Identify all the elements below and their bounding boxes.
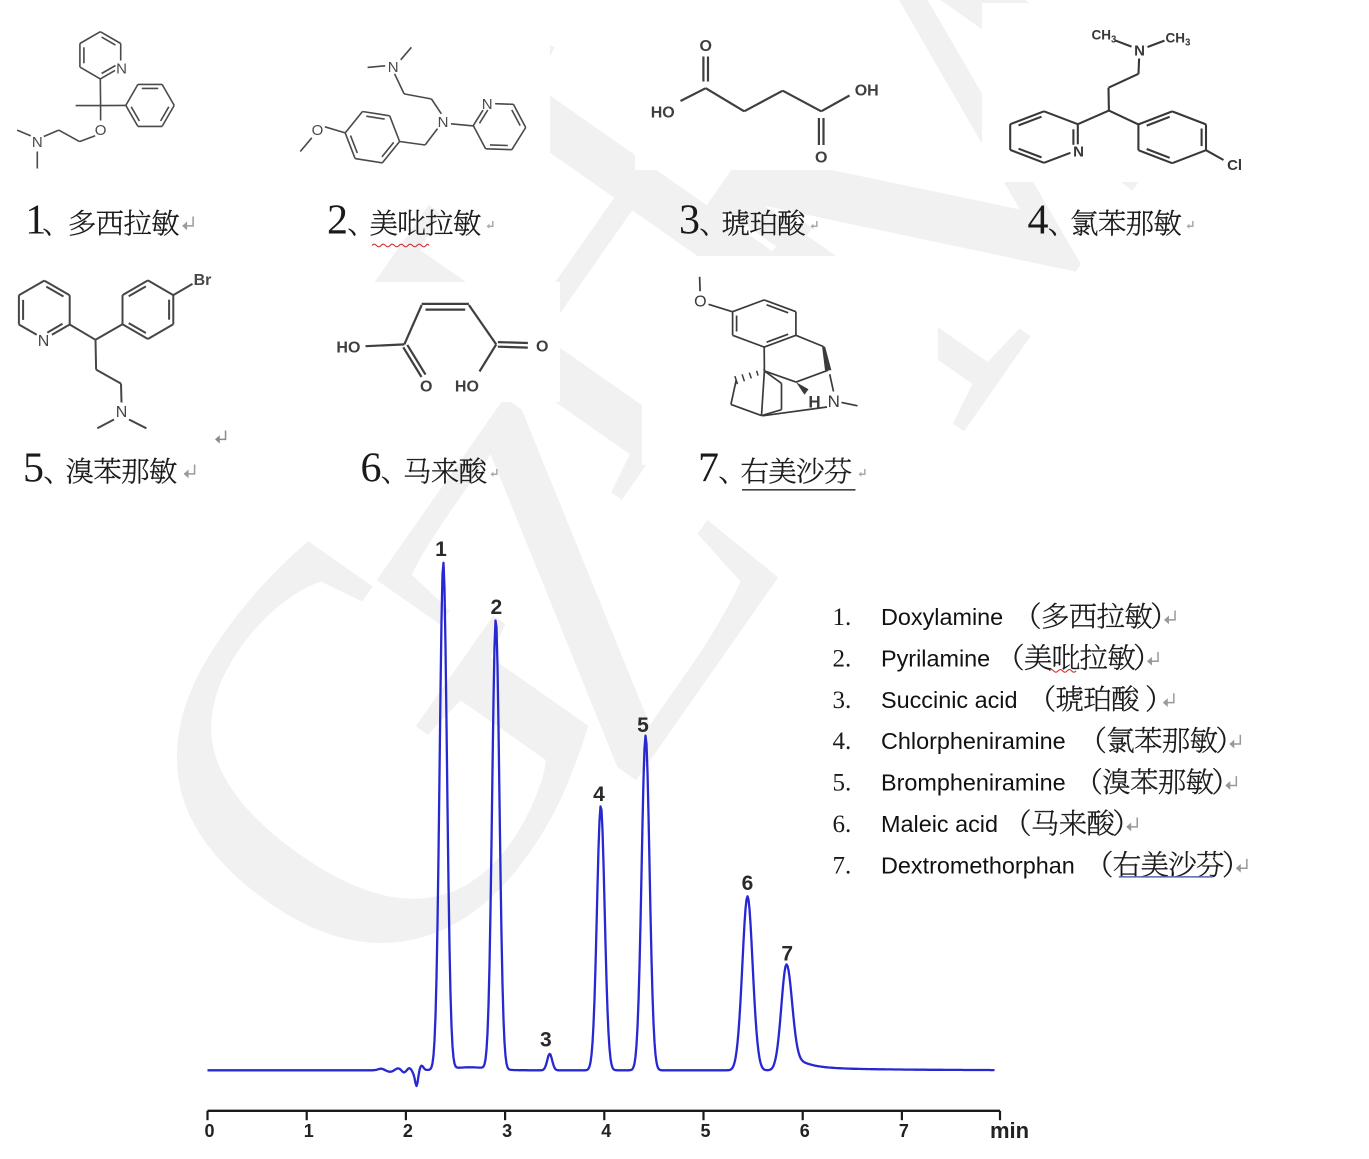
svg-text:1: 1	[435, 538, 447, 561]
svg-text:O: O	[699, 38, 711, 55]
svg-text:5.: 5.	[833, 770, 852, 797]
svg-text:N: N	[1073, 143, 1084, 160]
svg-text:4: 4	[593, 783, 605, 806]
svg-text:HO: HO	[455, 378, 479, 395]
svg-text:2: 2	[491, 596, 503, 619]
svg-text:Doxylamine: Doxylamine	[881, 604, 1003, 630]
svg-text:3: 3	[540, 1029, 552, 1052]
svg-text:N: N	[38, 333, 50, 350]
svg-text:2.: 2.	[833, 645, 852, 672]
svg-text:3.: 3.	[833, 687, 852, 714]
svg-text:OH: OH	[855, 82, 879, 99]
svg-text:7: 7	[899, 1121, 909, 1141]
svg-text:1: 1	[25, 198, 46, 244]
svg-text:HO: HO	[336, 339, 360, 356]
svg-text:Brompheniramine: Brompheniramine	[881, 770, 1066, 796]
svg-text:N: N	[1134, 42, 1145, 59]
svg-text:N: N	[828, 392, 840, 411]
svg-text:6: 6	[742, 872, 754, 895]
svg-text:1.: 1.	[833, 604, 852, 631]
svg-text:4: 4	[1028, 198, 1049, 244]
svg-text:N: N	[438, 114, 449, 131]
svg-text:3: 3	[679, 198, 700, 244]
svg-text:Chlorpheniramine: Chlorpheniramine	[881, 728, 1066, 754]
svg-text:N: N	[116, 404, 128, 421]
svg-text:O: O	[694, 293, 706, 310]
svg-text:7: 7	[698, 446, 719, 492]
svg-text:6: 6	[800, 1121, 810, 1141]
svg-text:O: O	[815, 150, 827, 167]
svg-text:N: N	[116, 61, 127, 78]
svg-text:2: 2	[403, 1121, 413, 1141]
svg-text:Cl: Cl	[1227, 157, 1242, 174]
svg-text:4: 4	[601, 1121, 611, 1141]
svg-text:CH3: CH3	[1092, 28, 1118, 46]
svg-text:Dextromethorphan: Dextromethorphan	[881, 852, 1075, 878]
svg-text:6: 6	[361, 446, 382, 492]
svg-text:5: 5	[700, 1121, 710, 1141]
svg-text:7.: 7.	[833, 852, 852, 879]
svg-text:N: N	[482, 96, 493, 113]
svg-text:Pyrilamine: Pyrilamine	[881, 645, 990, 671]
svg-text:1: 1	[304, 1121, 314, 1141]
svg-text:7: 7	[781, 943, 793, 966]
svg-text:2: 2	[327, 198, 348, 244]
svg-text:0: 0	[204, 1121, 214, 1141]
svg-text:O: O	[312, 122, 324, 139]
svg-text:O: O	[95, 122, 107, 139]
svg-text:N: N	[32, 134, 43, 151]
svg-text:CH3: CH3	[1166, 31, 1192, 49]
svg-text:N: N	[388, 59, 399, 76]
svg-text:Succinic acid: Succinic acid	[881, 687, 1018, 713]
svg-text:4.: 4.	[833, 728, 852, 755]
svg-text:O: O	[420, 378, 432, 395]
svg-text:O: O	[536, 339, 548, 356]
svg-text:3: 3	[502, 1121, 512, 1141]
svg-text:5: 5	[23, 446, 44, 492]
svg-text:6.: 6.	[833, 811, 852, 838]
svg-text:HO: HO	[651, 104, 675, 121]
svg-text:Maleic acid: Maleic acid	[881, 811, 998, 837]
svg-text:Br: Br	[194, 272, 212, 289]
svg-text:min: min	[990, 1118, 1029, 1143]
svg-text:5: 5	[637, 714, 649, 737]
svg-text:H: H	[808, 393, 820, 412]
